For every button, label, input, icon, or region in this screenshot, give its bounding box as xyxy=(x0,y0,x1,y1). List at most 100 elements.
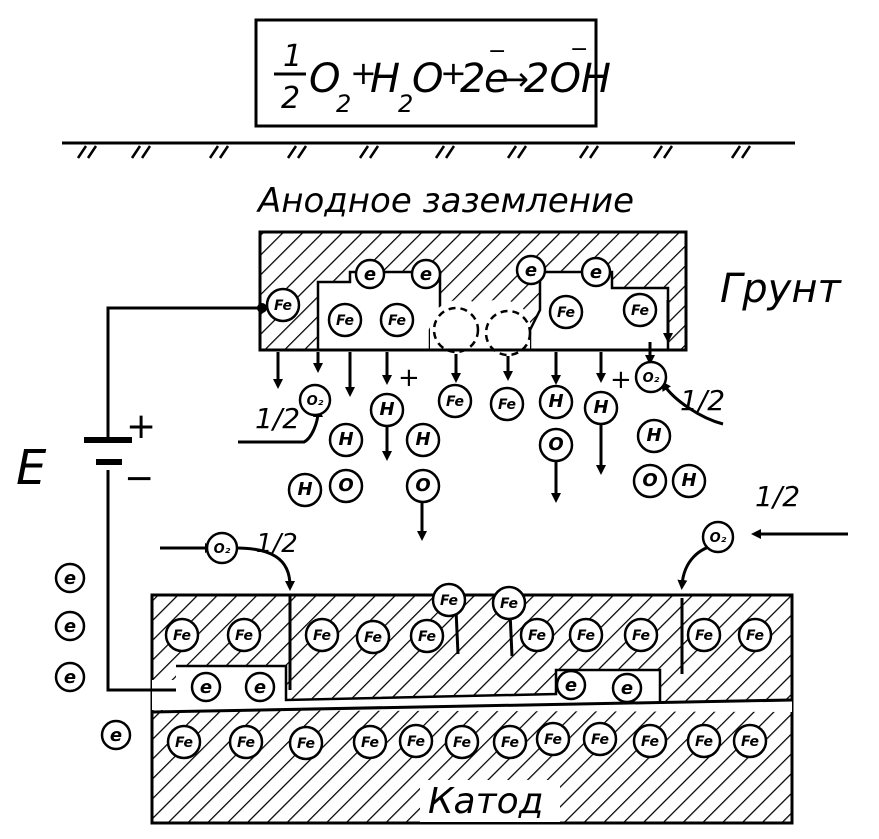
oxygen-molecule: O₂ xyxy=(701,520,735,554)
flow-arrow xyxy=(454,609,460,655)
eq-frac-num: 1 xyxy=(283,39,302,74)
half-label-anode-right: 1/2 xyxy=(680,384,725,417)
svg-text:e: e xyxy=(525,260,537,281)
eq-oxygen-sub: 2 xyxy=(336,90,351,118)
anode-label: Анодное заземление xyxy=(256,181,634,221)
svg-text:Fe: Fe xyxy=(453,735,471,751)
iron-atom: Fe xyxy=(228,724,264,760)
iron-atom: Fe xyxy=(265,287,301,323)
electron-particle: e xyxy=(611,672,643,704)
electron-particle: e xyxy=(190,671,222,703)
iron-atom: Fe xyxy=(327,302,363,338)
half-label-cathode-left: 1/2 xyxy=(256,529,298,559)
svg-text:Fe: Fe xyxy=(591,732,609,748)
iron-atom: Fe xyxy=(166,724,202,760)
iron-atom: Fe xyxy=(737,617,773,653)
ground-surface xyxy=(62,141,795,159)
iron-atom: Fe xyxy=(164,617,200,653)
flow-arrow xyxy=(235,546,295,591)
svg-text:e: e xyxy=(64,667,76,688)
hydrogen-atom: H xyxy=(328,422,364,458)
iron-atom: Fe xyxy=(379,302,415,338)
iron-atom: Fe xyxy=(431,582,467,618)
svg-text:e: e xyxy=(64,568,76,589)
svg-text:Fe: Fe xyxy=(544,732,562,748)
source-label: E xyxy=(16,440,47,496)
svg-text:O₂: O₂ xyxy=(307,394,324,409)
oxygen-atom: O xyxy=(632,463,668,499)
eq-hydrogen: H xyxy=(370,56,400,102)
iron-atom: Fe xyxy=(226,617,262,653)
svg-text:O: O xyxy=(338,475,353,496)
iron-atom: Fe xyxy=(355,619,391,655)
electron-particle: e xyxy=(54,661,86,693)
iron-atom: Fe xyxy=(623,617,659,653)
svg-text:e: e xyxy=(200,677,212,698)
svg-text:H: H xyxy=(646,425,661,446)
svg-text:Fe: Fe xyxy=(695,628,713,644)
svg-text:Fe: Fe xyxy=(528,628,546,644)
anode-contact xyxy=(257,303,267,313)
svg-text:Fe: Fe xyxy=(173,628,191,644)
hydrogen-atom: H xyxy=(405,422,441,458)
svg-text:H: H xyxy=(681,470,696,491)
svg-text:Fe: Fe xyxy=(498,397,516,413)
iron-atom: Fe xyxy=(489,386,525,422)
svg-text:Fe: Fe xyxy=(446,394,464,410)
iron-atom: Fe xyxy=(491,585,527,621)
eq-frac-den: 2 xyxy=(281,81,300,116)
cathode-label: Катод xyxy=(428,781,544,822)
eq-hydrogen-sub: 2 xyxy=(398,90,413,118)
iron-atom: Fe xyxy=(686,617,722,653)
equation-box: 1 2 O 2 + H 2 O + 2 e − → 2OH − xyxy=(254,18,611,128)
svg-text:Fe: Fe xyxy=(361,735,379,751)
eq-water-o: O xyxy=(412,56,443,102)
svg-text:Fe: Fe xyxy=(632,628,650,644)
electron-particle: e xyxy=(410,258,442,290)
svg-text:O₂: O₂ xyxy=(214,542,231,557)
iron-atom: Fe xyxy=(632,723,668,759)
svg-text:Fe: Fe xyxy=(557,305,575,321)
svg-text:Fe: Fe xyxy=(388,313,406,329)
oxygen-atom: O xyxy=(405,468,441,504)
svg-text:O₂: O₂ xyxy=(643,371,660,386)
oxygen-molecule: O₂ xyxy=(298,383,332,417)
eq-arrow: → xyxy=(502,60,529,98)
svg-text:Fe: Fe xyxy=(418,629,436,645)
svg-text:e: e xyxy=(364,264,376,285)
iron-atom: Fe xyxy=(568,617,604,653)
svg-text:Fe: Fe xyxy=(274,298,292,314)
svg-text:Fe: Fe xyxy=(641,734,659,750)
svg-text:Fe: Fe xyxy=(235,628,253,644)
h-plus-left: + xyxy=(398,363,420,393)
svg-text:Fe: Fe xyxy=(336,313,354,329)
svg-text:e: e xyxy=(254,677,266,698)
anode-block xyxy=(258,230,688,357)
oxygen-atom: O xyxy=(538,427,574,463)
svg-text:e: e xyxy=(64,616,76,637)
electron-particle: e xyxy=(515,254,547,286)
iron-atom: Fe xyxy=(444,724,480,760)
svg-text:e: e xyxy=(590,262,602,283)
electron-particle: e xyxy=(555,669,587,701)
iron-atom: Fe xyxy=(409,618,445,654)
svg-text:Fe: Fe xyxy=(407,734,425,750)
flow-arrows xyxy=(160,300,848,690)
svg-text:e: e xyxy=(565,675,577,696)
eq-electron-sup: − xyxy=(488,39,506,64)
eq-plus-1: + xyxy=(350,54,377,92)
svg-text:H: H xyxy=(379,399,394,420)
electron-particle: e xyxy=(54,610,86,642)
svg-text:H: H xyxy=(415,429,430,450)
svg-text:Fe: Fe xyxy=(501,735,519,751)
external-circuit xyxy=(84,306,262,692)
hydrogen-atom: H xyxy=(538,384,574,420)
svg-text:Fe: Fe xyxy=(500,596,518,612)
soil-label: Грунт xyxy=(720,266,843,312)
iron-atom: Fe xyxy=(732,723,768,759)
svg-text:e: e xyxy=(420,264,432,285)
electron-particle: e xyxy=(244,671,276,703)
oxygen-molecule: O₂ xyxy=(205,531,239,565)
